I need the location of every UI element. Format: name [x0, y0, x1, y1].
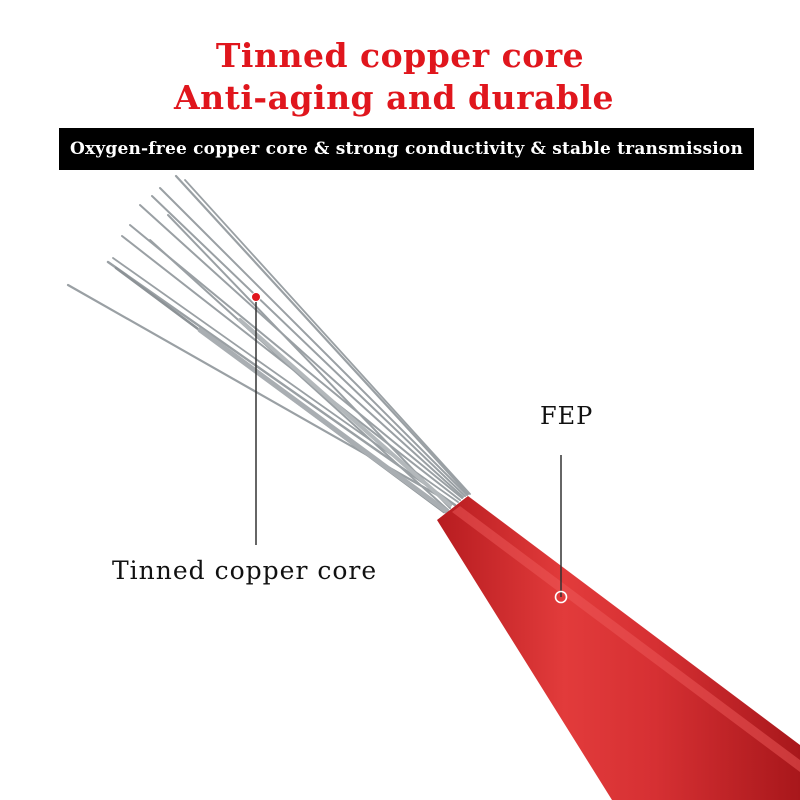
fep-label: FEP [540, 402, 594, 430]
heading-line-2: Anti-aging and durable [174, 78, 614, 117]
core-callout-dot [251, 292, 261, 302]
heading-line-1: Tinned copper core [215, 36, 585, 75]
fep-insulation-jacket [437, 496, 800, 800]
tinned-copper-strands [66, 174, 471, 514]
tinned-copper-core-label: Tinned copper core [112, 556, 378, 585]
feature-banner-text: Oxygen-free copper core & strong conduct… [69, 139, 744, 159]
feature-banner: Oxygen-free copper core & strong conduct… [59, 128, 754, 170]
fep-insulation-highlight [452, 506, 800, 772]
fep-callout-dot [554, 590, 568, 604]
